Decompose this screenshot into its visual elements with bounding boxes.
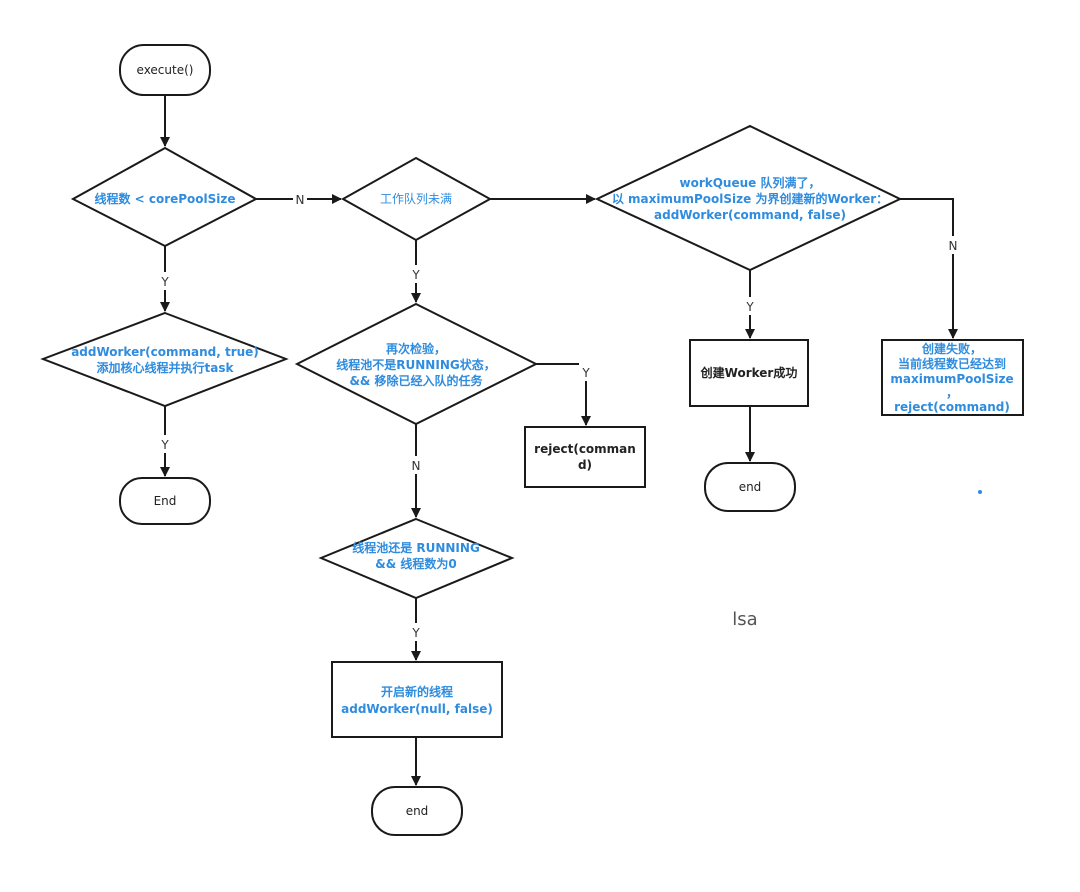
decision-maximum-pool-line-1: workQueue 队列满了， <box>680 175 821 190</box>
process-reject: reject(comman d) <box>524 426 646 488</box>
process-create-failed-line-5: reject(command) <box>894 400 1010 414</box>
stray-dot <box>978 490 982 494</box>
decision-core-pool-size-label: 线程数 < corePoolSize <box>94 191 235 206</box>
decision-still-running-line-2: && 线程数为0 <box>375 556 456 571</box>
terminal-execute-label: execute() <box>137 63 194 77</box>
decision-still-running-line-1: 线程池还是 RUNNING <box>352 540 480 555</box>
edge-label-running-y: Y <box>411 626 420 640</box>
process-worker-created: 创建Worker成功 <box>689 339 809 407</box>
decision-maximum-pool: workQueue 队列满了， 以 maximumPoolSize 为界创建新的… <box>594 124 903 272</box>
edge-label-max-y: Y <box>745 300 754 314</box>
process-worker-created-label: 创建Worker成功 <box>700 365 798 380</box>
decision-recheck-line-1: 再次检验， <box>386 341 446 356</box>
decision-maximum-pool-line-3: addWorker(command, false) <box>654 208 846 222</box>
process-start-new-thread-line-2: addWorker(null, false) <box>341 702 493 716</box>
edge-labels: N Y Y Y Y N Y N Y <box>158 190 960 641</box>
decision-add-core-worker: addWorker(command, true) 添加核心线程并执行task <box>40 311 289 408</box>
decision-recheck-line-3: && 移除已经入队的任务 <box>349 373 483 388</box>
edge-max-to-fail <box>900 198 958 339</box>
process-reject-line-1: reject(comman <box>534 442 636 456</box>
terminal-execute: execute() <box>119 44 211 96</box>
edge-recheck-to-reject <box>536 363 591 426</box>
decision-add-core-worker-line-2: 添加核心线程并执行task <box>97 360 235 375</box>
decision-still-running: 线程池还是 RUNNING && 线程数为0 <box>318 517 515 600</box>
edge-label-core-y: Y <box>160 275 169 289</box>
terminal-end-core: End <box>119 477 211 525</box>
edge-label-core-n: N <box>296 193 305 207</box>
terminal-end-worker-label: end <box>739 480 762 494</box>
terminal-end-worker: end <box>704 462 796 512</box>
process-create-failed: 创建失败， 当前线程数已经达到 maximumPoolSize ， reject… <box>881 339 1024 416</box>
decision-core-pool-size: 线程数 < corePoolSize <box>70 146 259 248</box>
edge-label-recheck-n: N <box>412 459 421 473</box>
decision-queue-not-full: 工作队列未满 <box>340 156 493 242</box>
terminal-end-core-label: End <box>154 494 177 508</box>
edge-label-max-n: N <box>949 239 958 253</box>
terminal-end-new-thread-label: end <box>406 804 429 818</box>
terminal-end-new-thread: end <box>371 786 463 836</box>
edge-label-recheck-y: Y <box>581 366 590 380</box>
process-create-failed-line-2: 当前线程数已经达到 <box>898 356 1006 371</box>
process-create-failed-line-4: ， <box>946 386 958 400</box>
decision-queue-not-full-label: 工作队列未满 <box>380 191 452 206</box>
decision-maximum-pool-line-2: 以 maximumPoolSize 为界创建新的Worker： <box>612 191 888 206</box>
process-create-failed-line-3: maximumPoolSize <box>890 372 1013 386</box>
process-start-new-thread: 开启新的线程 addWorker(null, false) <box>331 661 503 738</box>
decision-recheck: 再次检验， 线程池不是RUNNING状态， && 移除已经入队的任务 <box>294 302 539 426</box>
edge-label-queue-y: Y <box>411 268 420 282</box>
process-start-new-thread-line-1: 开启新的线程 <box>381 684 453 699</box>
process-reject-line-2: d) <box>578 458 592 472</box>
decision-add-core-worker-line-1: addWorker(command, true) <box>71 345 259 359</box>
watermark: lsa <box>732 609 757 630</box>
decision-recheck-line-2: 线程池不是RUNNING状态， <box>336 357 495 372</box>
process-create-failed-line-1: 创建失败， <box>921 341 982 356</box>
edge-label-addcore-y: Y <box>160 438 169 452</box>
